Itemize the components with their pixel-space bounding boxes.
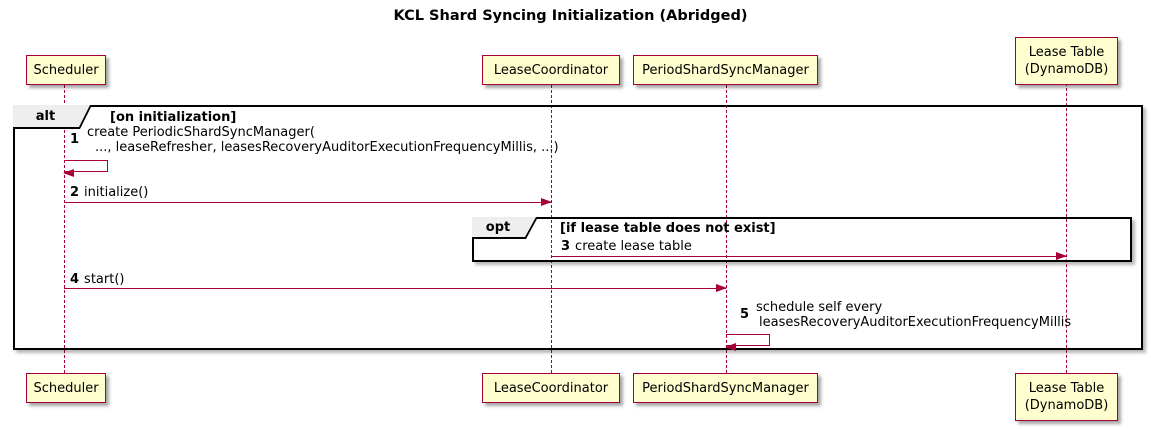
message-4-label: 4 start() — [70, 272, 124, 287]
participant-period-shard-sync-manager-top: PeriodShardSyncManager — [633, 55, 818, 85]
participant-scheduler-top: Scheduler — [26, 55, 106, 85]
message-1-text-line1: create PeriodicShardSyncManager( — [87, 125, 315, 140]
message-1-text-line2: ..., leaseRefresher, leasesRecoveryAudit… — [95, 140, 559, 155]
message-2-text: initialize() — [84, 185, 149, 200]
message-5-text-line2: leasesRecoveryAuditorExecutionFrequencyM… — [759, 315, 1072, 330]
arrowhead-left-icon — [725, 343, 736, 352]
participant-label: Lease Table — [1028, 381, 1105, 396]
message-3-number: 3 — [561, 239, 571, 254]
diagram-title: KCL Shard Syncing Initialization (Abridg… — [393, 8, 748, 24]
message-5-text-line1: schedule self every — [756, 300, 883, 315]
message-2-arrow — [64, 197, 552, 206]
participant-label: Scheduler — [33, 62, 99, 78]
message-4-text: start() — [84, 272, 125, 287]
message-4-number: 4 — [70, 272, 80, 287]
participant-lease-table-bottom: Lease Table (DynamoDB) — [1015, 373, 1118, 421]
participant-label: Scheduler — [33, 380, 99, 396]
message-3-arrow — [551, 251, 1067, 260]
participant-scheduler-bottom: Scheduler — [26, 373, 106, 403]
message-5-number: 5 — [740, 307, 750, 322]
participant-label: LeaseCoordinator — [493, 62, 609, 78]
participant-label: PeriodShardSyncManager — [642, 380, 809, 396]
participant-period-shard-sync-manager-bottom: PeriodShardSyncManager — [633, 373, 818, 403]
lifeline-period-shard-sync-manager — [726, 85, 727, 373]
message-3-text: create lease table — [575, 239, 692, 254]
arrowhead-right-icon — [1056, 251, 1067, 260]
opt-operator-pentagon: opt — [472, 217, 538, 239]
lifeline-lease-coordinator — [551, 85, 552, 373]
participant-lease-table-top: Lease Table (DynamoDB) — [1015, 37, 1118, 85]
arrowhead-left-icon — [63, 169, 74, 178]
alt-frame: alt [on initialization] — [13, 105, 1143, 350]
participant-lease-coordinator-bottom: LeaseCoordinator — [482, 373, 620, 403]
message-5-self-arrow — [725, 334, 770, 352]
message-2-label: 2 initialize() — [70, 185, 148, 200]
alt-condition: [on initialization] — [110, 110, 237, 125]
alt-operator-label: alt — [13, 105, 90, 127]
participant-label: LeaseCoordinator — [493, 380, 609, 396]
participant-lease-coordinator-top: LeaseCoordinator — [482, 55, 620, 85]
arrowhead-right-icon — [716, 283, 727, 292]
participant-label-line2: (DynamoDB) — [1024, 398, 1109, 413]
participant-label: Lease Table — [1028, 45, 1105, 60]
lifeline-scheduler — [64, 85, 65, 373]
alt-operator-pentagon: alt — [13, 105, 92, 129]
message-2-number: 2 — [70, 185, 80, 200]
message-4-arrow — [64, 283, 727, 292]
opt-frame: opt [if lease table does not exist] — [472, 217, 1132, 262]
opt-operator-label: opt — [472, 217, 536, 237]
opt-condition: [if lease table does not exist] — [560, 221, 776, 236]
participant-label-line2: (DynamoDB) — [1024, 62, 1109, 77]
message-3-label: 3 create lease table — [561, 239, 692, 254]
message-1-number: 1 — [70, 132, 80, 147]
lifeline-lease-table — [1066, 83, 1067, 373]
arrowhead-right-icon — [541, 197, 552, 206]
participant-label: PeriodShardSyncManager — [642, 62, 809, 78]
message-1-self-arrow — [63, 160, 108, 178]
